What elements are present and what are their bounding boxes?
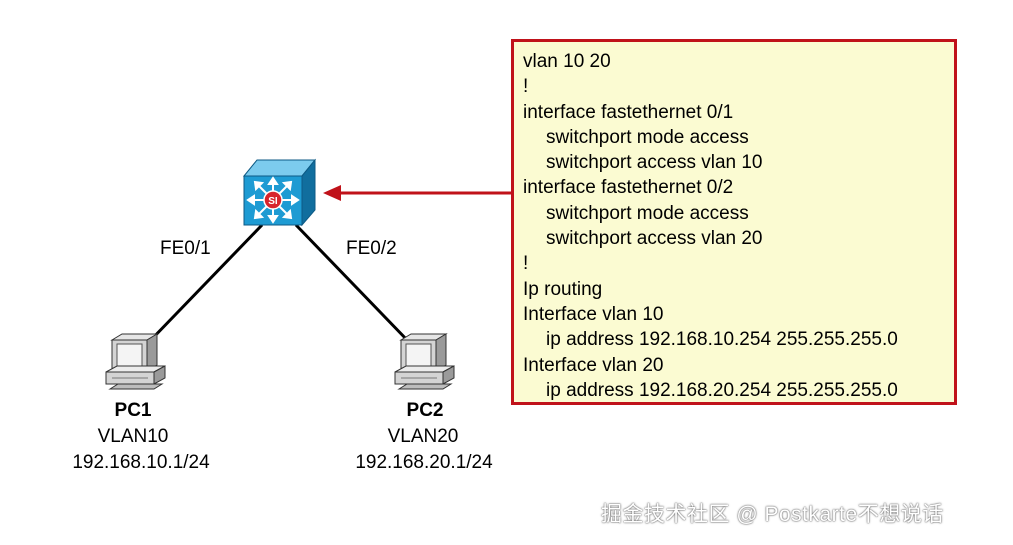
link-fe0-2 xyxy=(294,223,412,345)
config-line: switchport mode access xyxy=(546,126,749,148)
config-arrow xyxy=(323,185,511,201)
pc2-vlan: VLAN20 xyxy=(387,426,459,447)
switch-config-box: vlan 10 20! interface fastethernet 0/1 swi… xyxy=(511,39,957,405)
link-fe0-1 xyxy=(146,223,264,345)
pc2-computer-icon xyxy=(394,333,455,390)
switch-badge: SI xyxy=(268,196,278,207)
config-line: Interface vlan 10 xyxy=(523,303,664,325)
pc1-name: PC1 xyxy=(114,400,152,421)
port-label-fe0-1: FE0/1 xyxy=(160,238,211,259)
config-line: switchport access vlan 20 xyxy=(546,228,763,250)
pc1-computer-icon xyxy=(105,333,166,390)
config-line: interface fastethernet 0/1 xyxy=(523,101,734,123)
config-line: ! xyxy=(523,253,529,275)
config-line: switchport access vlan 10 xyxy=(546,152,763,174)
config-line: ! xyxy=(523,76,529,98)
pc1-ip: 192.168.10.1/24 xyxy=(72,452,210,473)
pc1-vlan: VLAN10 xyxy=(97,426,169,447)
pc2-name: PC2 xyxy=(406,400,444,421)
watermark: 掘金技术社区 @ Postkarte不想说话 xyxy=(601,503,944,526)
pc2-ip: 192.168.20.1/24 xyxy=(355,452,493,473)
port-label-fe0-2: FE0/2 xyxy=(346,238,397,259)
config-line: Interface vlan 20 xyxy=(523,354,664,376)
config-line: Ip routing xyxy=(523,278,603,300)
config-line: ip address 192.168.20.254 255.255.255.0 xyxy=(546,379,898,401)
config-line: switchport mode access xyxy=(546,202,749,224)
config-line: vlan 10 20 xyxy=(523,51,611,72)
config-line: ip address 192.168.10.254 255.255.255.0 xyxy=(546,329,898,351)
config-line: interface fastethernet 0/2 xyxy=(523,177,734,199)
layer3-switch-icon xyxy=(242,158,317,227)
